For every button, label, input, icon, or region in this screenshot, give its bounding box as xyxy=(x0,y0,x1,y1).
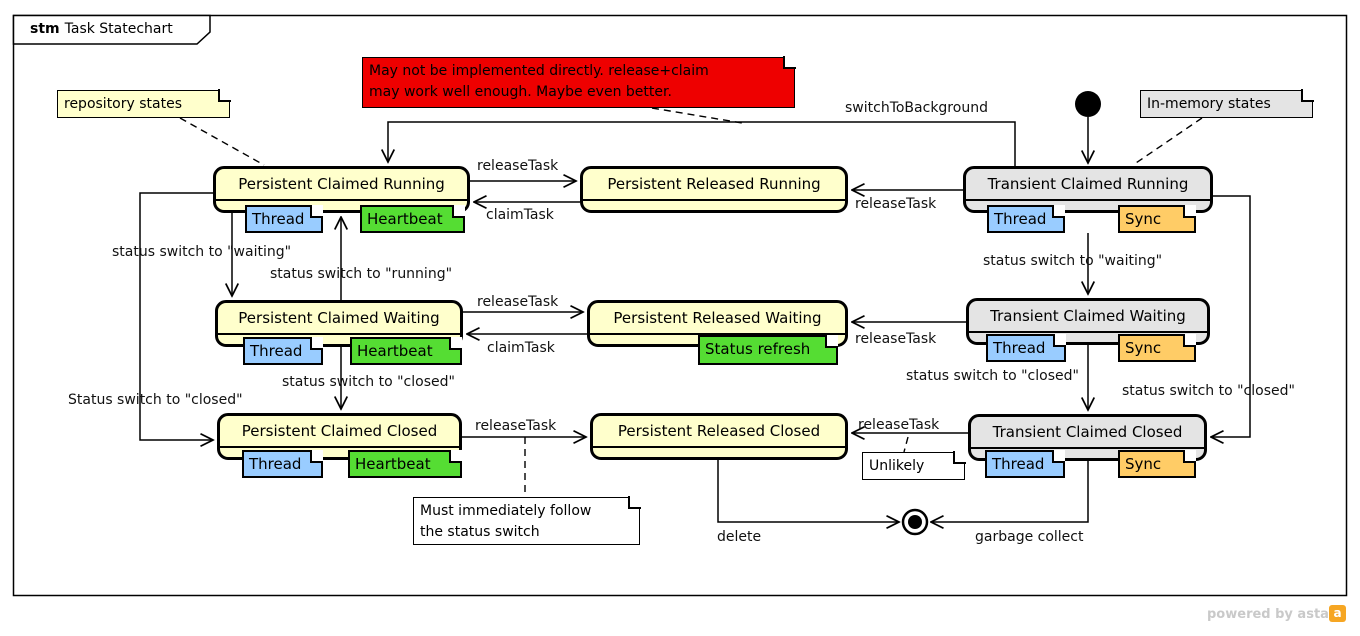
anchor-repository-note xyxy=(179,117,265,166)
label-status-running: status switch to "running" xyxy=(270,266,453,282)
state-transient-claimed-closed[interactable]: Transient Claimed Closed Thread Sync xyxy=(968,414,1207,478)
label-releaseTask: releaseTask xyxy=(855,196,937,212)
frame-border xyxy=(12,14,1348,597)
astah-logo-icon: a xyxy=(1329,605,1346,622)
label-claimTask: claimTask xyxy=(486,207,554,223)
state-persistent-claimed-closed[interactable]: Persistent Claimed Closed Thread Heartbe… xyxy=(217,413,462,478)
transition-delete[interactable] xyxy=(717,460,899,522)
tag-sync[interactable]: Sync xyxy=(1118,334,1196,362)
watermark-text: powered by astah* xyxy=(1207,607,1345,622)
final-state-dot xyxy=(908,515,922,529)
state-persistent-claimed-running[interactable]: Persistent Claimed Running Thread Heartb… xyxy=(213,166,470,233)
note-unlikely[interactable]: Unlikely xyxy=(862,451,966,480)
anchor-warning-note xyxy=(651,107,743,124)
state-title: Transient Claimed Running xyxy=(966,169,1210,201)
note-repository-states[interactable]: repository states xyxy=(57,89,231,118)
initial-state[interactable] xyxy=(1075,91,1101,117)
tag-thread[interactable]: Thread xyxy=(243,337,323,365)
state-persistent-released-waiting[interactable]: Persistent Released Waiting Status refre… xyxy=(587,300,848,365)
label-status-waiting: status switch to "waiting" xyxy=(983,253,1163,269)
frame-keyword: stm xyxy=(30,21,60,37)
transition-status-closed-outer-right[interactable] xyxy=(1211,195,1251,437)
note-warning[interactable]: May not be implemented directly. release… xyxy=(362,56,796,108)
tag-sync[interactable]: Sync xyxy=(1118,450,1196,478)
note-in-memory-states[interactable]: In-memory states xyxy=(1140,89,1314,118)
label-garbage-collect: garbage collect xyxy=(975,529,1084,545)
tag-heartbeat[interactable]: Heartbeat xyxy=(350,337,462,365)
state-title: Persistent Released Running xyxy=(583,169,845,201)
tag-heartbeat[interactable]: Heartbeat xyxy=(360,205,465,233)
label-releaseTask: releaseTask xyxy=(855,331,937,347)
frame-label-pentagon xyxy=(12,14,211,45)
tag-thread[interactable]: Thread xyxy=(242,450,323,478)
state-title: Transient Claimed Waiting xyxy=(969,301,1207,333)
anchor-unlikely-note xyxy=(903,436,909,453)
state-title: Persistent Released Waiting xyxy=(590,303,845,335)
tag-thread[interactable]: Thread xyxy=(987,205,1065,233)
state-title: Persistent Claimed Waiting xyxy=(218,303,460,335)
label-switchToBackground: switchToBackground xyxy=(845,100,988,116)
state-transient-claimed-running[interactable]: Transient Claimed Running Thread Sync xyxy=(963,166,1213,233)
frame-name: Task Statechart xyxy=(64,21,173,37)
label-claimTask: claimTask xyxy=(487,340,555,356)
transition-garbage-collect[interactable] xyxy=(931,461,1089,522)
tag-heartbeat[interactable]: Heartbeat xyxy=(348,450,462,478)
anchor-inmemory-note xyxy=(1132,117,1203,166)
label-status-closed: status switch to "closed" xyxy=(282,374,455,390)
note-must-follow[interactable]: Must immediately follow the status switc… xyxy=(413,496,641,545)
state-persistent-released-running[interactable]: Persistent Released Running xyxy=(580,166,848,213)
label-delete: delete xyxy=(717,529,762,545)
tag-thread[interactable]: Thread xyxy=(986,334,1066,362)
label-releaseTask: releaseTask xyxy=(475,418,557,434)
transition-status-closed-outer-left[interactable] xyxy=(139,192,213,440)
tag-sync[interactable]: Sync xyxy=(1118,205,1196,233)
label-releaseTask: releaseTask xyxy=(858,417,940,433)
transition-switchToBackground[interactable] xyxy=(388,121,1016,166)
tag-status-refresh[interactable]: Status refresh xyxy=(698,335,838,365)
label-releaseTask: releaseTask xyxy=(477,294,559,310)
state-transient-claimed-waiting[interactable]: Transient Claimed Waiting Thread Sync xyxy=(966,298,1210,362)
state-title: Persistent Claimed Closed xyxy=(220,416,459,448)
tag-thread[interactable]: Thread xyxy=(245,205,323,233)
state-title: Persistent Released Closed xyxy=(593,416,845,448)
label-status-closed: status switch to "closed" xyxy=(1122,383,1295,399)
state-title: Persistent Claimed Running xyxy=(216,169,467,201)
state-persistent-released-closed[interactable]: Persistent Released Closed xyxy=(590,413,848,460)
state-persistent-claimed-waiting[interactable]: Persistent Claimed Waiting Thread Heartb… xyxy=(215,300,463,365)
label-releaseTask: releaseTask xyxy=(477,158,559,174)
label-status-closed: status switch to "closed" xyxy=(906,368,1079,384)
label-status-waiting: status switch to "waiting" xyxy=(112,244,292,260)
label-status-closed: Status switch to "closed" xyxy=(68,392,243,408)
state-title: Transient Claimed Closed xyxy=(971,417,1204,449)
tag-thread[interactable]: Thread xyxy=(985,450,1065,478)
